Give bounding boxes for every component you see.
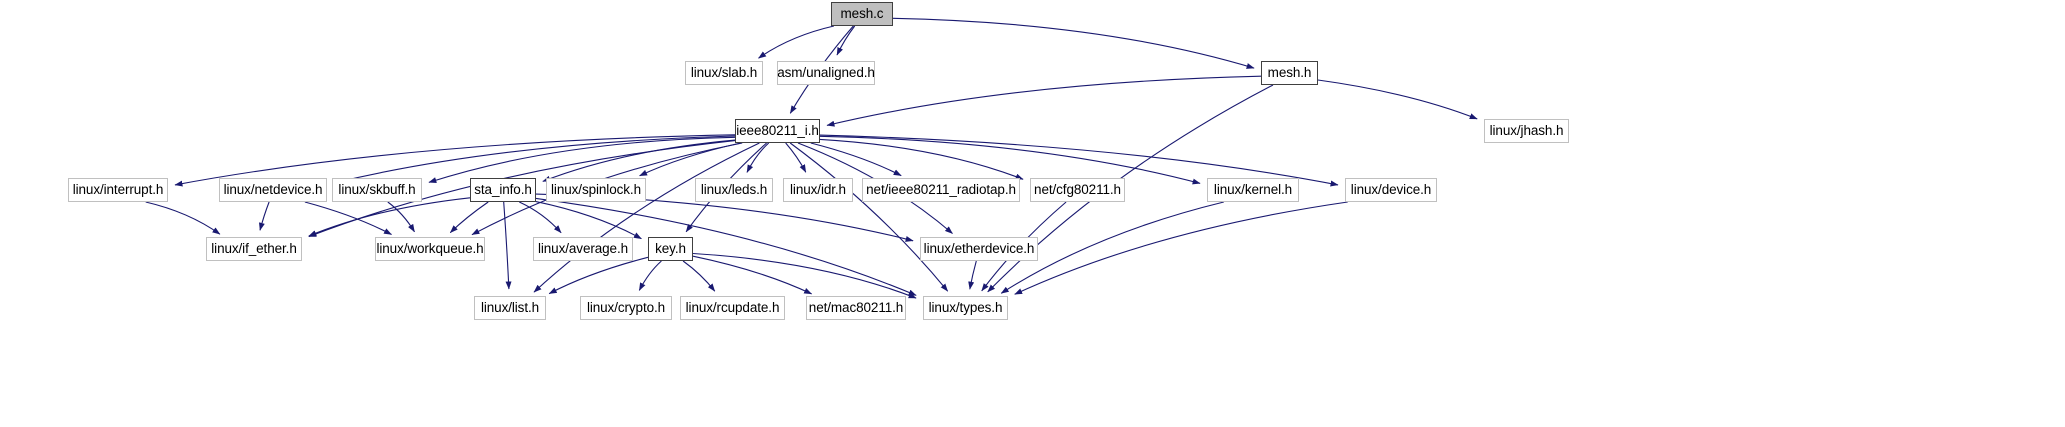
graph-node-label: linux/etherdevice.h: [923, 241, 1035, 257]
graph-node-netdevice[interactable]: linux/netdevice.h: [219, 178, 327, 202]
graph-node-label: ieee80211_i.h: [736, 123, 819, 139]
graph-edge-ieee80211_i-to-kernel: [819, 135, 1201, 185]
graph-edge-ieee80211_i-to-types: [789, 142, 949, 292]
graph-edge-netdevice-to-if_ether: [258, 201, 270, 231]
graph-node-label: net/mac80211.h: [808, 300, 904, 316]
graph-node-leds[interactable]: linux/leds.h: [695, 178, 773, 202]
graph-node-label: linux/workqueue.h: [376, 241, 484, 257]
graph-node-kernel[interactable]: linux/kernel.h: [1207, 178, 1299, 202]
graph-node-mac80211[interactable]: net/mac80211.h: [806, 296, 906, 320]
graph-edge-mesh_h-to-jhash: [1317, 79, 1478, 120]
graph-node-label: linux/crypto.h: [586, 300, 666, 316]
graph-node-label: linux/if_ether.h: [211, 241, 297, 257]
graph-edge-etherdevice-to-types: [968, 260, 977, 290]
graph-edge-ieee80211_i-to-idr: [785, 142, 807, 173]
graph-node-label: linux/rcupdate.h: [685, 300, 780, 316]
graph-edge-device-to-types: [1014, 201, 1348, 295]
graph-node-label: net/ieee80211_radiotap.h: [866, 182, 1016, 198]
graph-node-label: key.h: [655, 241, 686, 257]
graph-node-label: sta_info.h: [474, 182, 532, 198]
graph-edge-mesh_h-to-ieee80211_i: [826, 75, 1262, 127]
graph-edge-key_h-to-rcupdate: [682, 260, 716, 292]
graph-node-etherdevice[interactable]: linux/etherdevice.h: [920, 237, 1038, 261]
graph-node-radiotap[interactable]: net/ieee80211_radiotap.h: [862, 178, 1020, 202]
graph-edge-sta_info-to-list: [503, 201, 512, 290]
graph-edge-sta_info-to-workqueue: [449, 201, 489, 233]
graph-node-types[interactable]: linux/types.h: [923, 296, 1008, 320]
graph-node-idr[interactable]: linux/idr.h: [783, 178, 853, 202]
graph-node-crypto[interactable]: linux/crypto.h: [580, 296, 672, 320]
graph-node-label: linux/device.h: [1350, 182, 1432, 198]
graph-node-mesh_c[interactable]: mesh.c: [831, 2, 893, 26]
graph-node-label: linux/types.h: [928, 300, 1003, 316]
graph-node-slab[interactable]: linux/slab.h: [685, 61, 763, 85]
graph-node-label: mesh.c: [840, 6, 884, 22]
graph-edge-key_h-to-mac80211: [692, 255, 813, 295]
graph-node-label: net/cfg80211.h: [1034, 182, 1121, 198]
graph-edge-ieee80211_i-to-netdevice: [333, 135, 736, 185]
graph-node-label: linux/leds.h: [700, 182, 768, 198]
graph-edge-key_h-to-list: [548, 256, 649, 295]
graph-edge-ieee80211_i-to-sta_info: [542, 139, 736, 182]
graph-node-label: linux/list.h: [480, 300, 540, 316]
graph-edge-ieee80211_i-to-spinlock: [639, 142, 741, 177]
graph-edge-key_h-to-crypto: [638, 260, 662, 291]
graph-edge-skbuff-to-workqueue: [387, 201, 415, 233]
graph-edge-ieee80211_i-to-list: [533, 142, 760, 293]
graph-edge-ieee80211_i-to-skbuff: [428, 136, 736, 183]
graph-node-average[interactable]: linux/average.h: [533, 237, 633, 261]
graph-edge-key_h-to-types: [692, 252, 917, 299]
graph-edge-ieee80211_i-to-leds: [746, 142, 770, 173]
graph-edge-interrupt-to-if_ether: [145, 201, 221, 235]
graph-node-label: linux/skbuff.h: [338, 182, 416, 198]
graph-node-label: linux/slab.h: [690, 65, 758, 81]
graph-node-ieee80211_i[interactable]: ieee80211_i.h: [735, 119, 820, 143]
graph-node-label: linux/netdevice.h: [223, 182, 323, 198]
graph-edge-mesh_c-to-slab: [758, 25, 835, 59]
graph-node-label: mesh.h: [1267, 65, 1312, 81]
graph-edge-netdevice-to-workqueue: [304, 201, 392, 235]
graph-node-cfg80211[interactable]: net/cfg80211.h: [1030, 178, 1125, 202]
graph-edge-ieee80211_i-to-cfg80211: [819, 138, 1024, 180]
graph-node-list[interactable]: linux/list.h: [474, 296, 546, 320]
graph-node-device[interactable]: linux/device.h: [1345, 178, 1437, 202]
graph-edge-sta_info-to-key_h: [535, 201, 642, 240]
graph-edge-ieee80211_i-to-radiotap: [810, 142, 902, 177]
graph-node-label: asm/unaligned.h: [777, 65, 875, 81]
graph-node-label: linux/kernel.h: [1213, 182, 1293, 198]
graph-node-skbuff[interactable]: linux/skbuff.h: [332, 178, 422, 202]
graph-node-unaligned[interactable]: asm/unaligned.h: [777, 61, 875, 85]
graph-edge-sta_info-to-average: [519, 201, 562, 234]
graph-node-spinlock[interactable]: linux/spinlock.h: [546, 178, 646, 202]
graph-node-if_ether[interactable]: linux/if_ether.h: [206, 237, 302, 261]
graph-node-label: linux/jhash.h: [1489, 123, 1564, 139]
graph-node-interrupt[interactable]: linux/interrupt.h: [68, 178, 168, 202]
graph-node-mesh_h[interactable]: mesh.h: [1261, 61, 1318, 85]
graph-node-label: linux/spinlock.h: [551, 182, 641, 198]
graph-edge-mesh_c-to-unaligned: [836, 25, 856, 56]
graph-node-sta_info[interactable]: sta_info.h: [470, 178, 536, 202]
graph-node-rcupdate[interactable]: linux/rcupdate.h: [680, 296, 785, 320]
graph-edge-mesh_c-to-mesh_h: [892, 17, 1255, 69]
graph-node-label: linux/idr.h: [790, 182, 846, 198]
graph-node-label: linux/interrupt.h: [72, 182, 164, 198]
graph-edge-sta_info-to-if_ether: [308, 197, 471, 237]
graph-node-label: linux/average.h: [537, 241, 629, 257]
graph-node-key_h[interactable]: key.h: [648, 237, 693, 261]
graph-node-jhash[interactable]: linux/jhash.h: [1484, 119, 1569, 143]
graph-node-workqueue[interactable]: linux/workqueue.h: [375, 237, 485, 261]
